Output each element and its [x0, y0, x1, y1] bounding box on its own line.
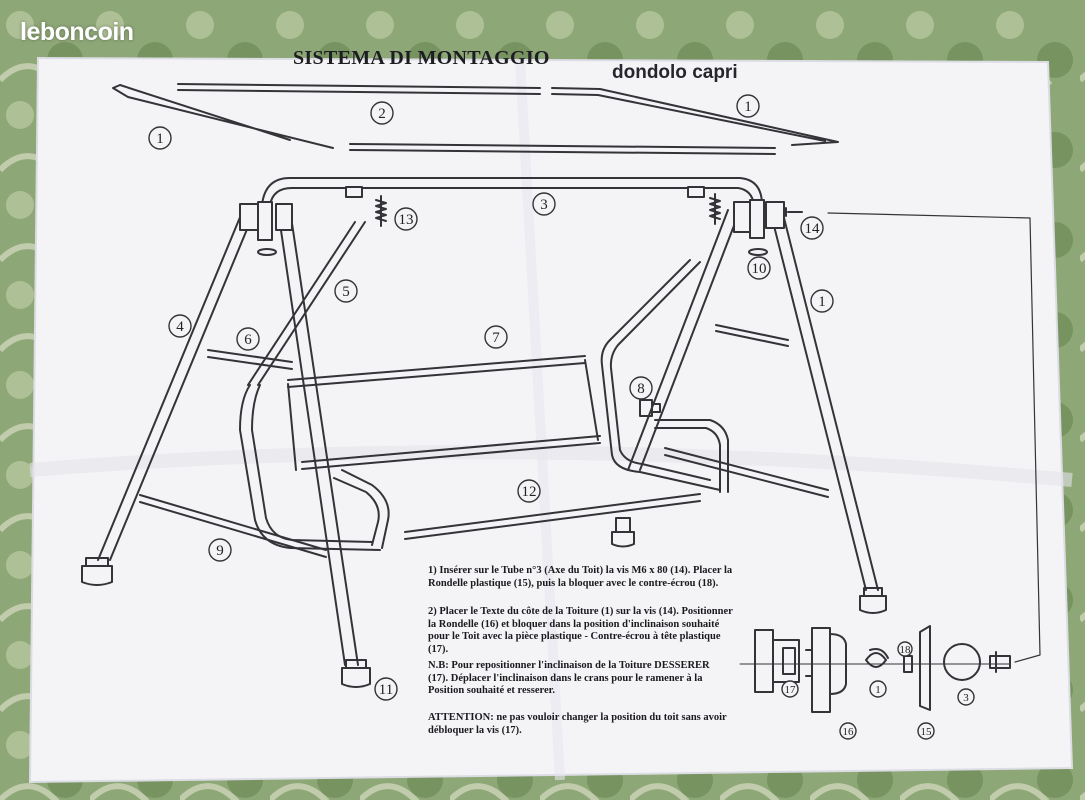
leboncoin-logo: leboncoin [20, 18, 134, 46]
label-seat-frame: 12 [522, 484, 537, 500]
detail-small-washer [903, 655, 913, 673]
screw [785, 207, 803, 217]
sheet-subtitle: dondolo capri [612, 62, 738, 83]
instruction-attention: ATTENTION: ne pas vouloir changer la pos… [428, 712, 727, 736]
label-right-leg: 1 [818, 294, 826, 310]
label-detail-small-washer: 18 [900, 644, 912, 656]
label-detail-plastic-washer: 15 [921, 726, 933, 738]
label-washer: 10 [752, 261, 767, 277]
foot-cap-rear-left [341, 659, 371, 688]
foot-cap-front-left [81, 557, 113, 586]
top-bar [261, 177, 763, 206]
label-roof-center: 2 [378, 106, 386, 122]
spring-right [709, 193, 721, 225]
instruction-step-2: 2) Placer le Texte du côte de la Toiture… [428, 606, 733, 655]
label-detail-nut: 17 [785, 684, 797, 696]
label-detail-knob: 16 [843, 726, 855, 738]
roof-right-profile [551, 87, 839, 146]
label-seat-back: 7 [492, 330, 500, 346]
detail-tube-end [865, 648, 889, 668]
instruction-nb: N.B: Pour repositionner l'inclinaison de… [428, 660, 710, 696]
detail-knob [805, 627, 847, 713]
label-spring: 13 [399, 212, 414, 228]
label-end-cap: 8 [637, 381, 645, 397]
label-bottom-cross-bar: 9 [216, 543, 224, 559]
label-top-bar: 3 [540, 197, 548, 213]
label-roof-left: 1 [156, 131, 164, 147]
spring-left [375, 195, 387, 227]
end-cap [639, 399, 661, 417]
foot-cap-center [611, 517, 635, 548]
roof-left-profile [112, 84, 334, 149]
label-roof-right: 1 [744, 99, 752, 115]
detail-nut [754, 629, 800, 693]
seat-frame [239, 384, 381, 551]
roof-center-profile [177, 83, 776, 155]
bottom-cross-bar-right [664, 447, 829, 498]
label-detail-tube: 3 [963, 692, 969, 704]
left-rear-leg [277, 209, 359, 666]
right-armrest [654, 419, 729, 493]
label-hanger-arm: 5 [342, 284, 350, 300]
label-foot-cap: 11 [379, 682, 393, 698]
left-front-leg [97, 209, 256, 561]
detail-screw [989, 651, 1011, 673]
left-cross-bar [207, 349, 293, 370]
leader-line [827, 212, 1041, 663]
label-detail-tube-end: 1 [875, 684, 881, 696]
right-cross-bar [715, 324, 789, 347]
detail-tube [943, 643, 981, 681]
label-left-leg: 4 [176, 319, 184, 335]
instruction-step-1: 1) Insérer sur le Tube n°3 (Axe du Toit)… [428, 565, 733, 589]
right-front-leg [627, 209, 741, 471]
label-screw: 14 [805, 221, 821, 237]
washer-piece [748, 248, 768, 256]
left-armrest [333, 469, 390, 549]
detail-plastic-washer [919, 625, 931, 711]
foot-cap-right [859, 587, 887, 614]
seat-back-right [600, 259, 721, 491]
right-rear-leg [769, 209, 879, 591]
label-left-cross-bar: 6 [244, 332, 252, 348]
sheet-title: SISTEMA DI MONTAGGIO [293, 47, 550, 69]
